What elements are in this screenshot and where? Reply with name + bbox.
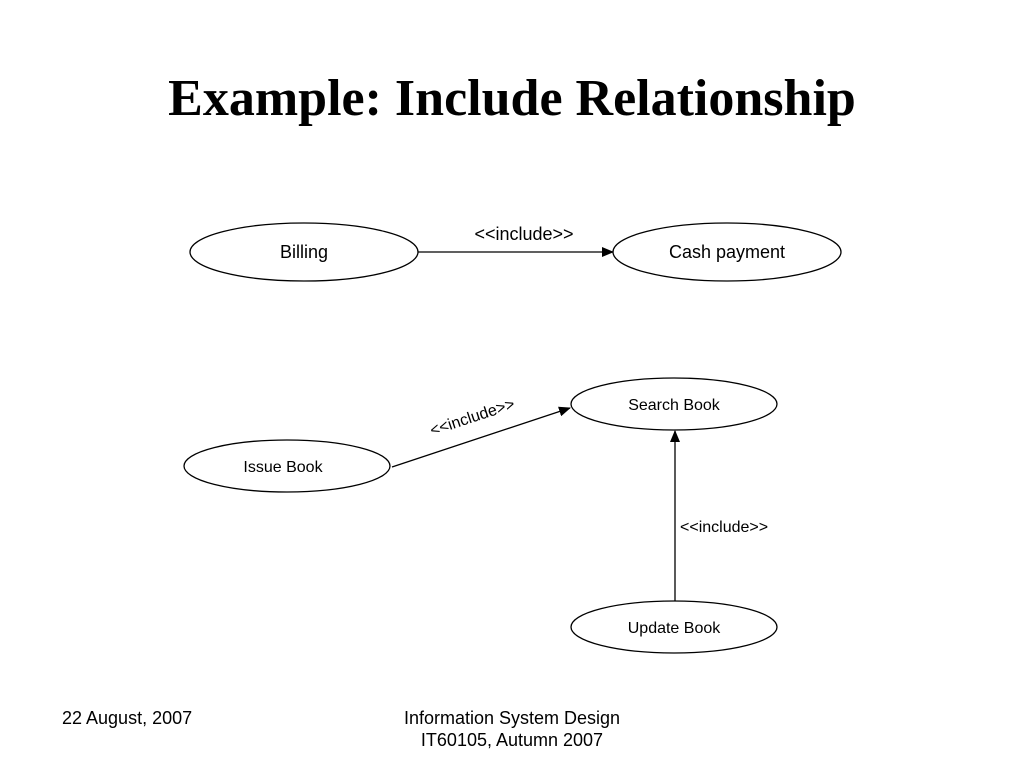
footer-course-line2: IT60105, Autumn 2007: [420, 730, 604, 750]
use-case-issue-book: Issue Book: [183, 439, 391, 493]
use-case-label-cash-payment: Cash payment: [669, 242, 785, 262]
slide-title: Example: Include Relationship: [168, 70, 856, 127]
include-label-billing-cash: <<include>>: [474, 224, 573, 244]
use-case-label-search-book: Search Book: [628, 397, 721, 414]
use-case-search-book: Search Book: [570, 377, 778, 431]
use-case-label-issue-book: Issue Book: [243, 459, 323, 476]
footer-course-line1: Information System Design: [403, 708, 621, 728]
footer-course: Information System Design IT60105, Autum…: [352, 707, 672, 751]
use-case-billing: Billing: [189, 222, 419, 282]
footer-date: 22 August, 2007: [62, 708, 193, 728]
use-case-label-billing: Billing: [280, 242, 328, 262]
include-label-issue-search: <<include>>: [428, 396, 517, 440]
include-arrow-issue-search: [391, 406, 571, 468]
use-case-cash-payment: Cash payment: [612, 222, 842, 282]
use-case-label-update-book: Update Book: [628, 620, 722, 637]
include-label-update-search: <<include>>: [680, 519, 768, 536]
use-case-update-book: Update Book: [570, 600, 778, 654]
